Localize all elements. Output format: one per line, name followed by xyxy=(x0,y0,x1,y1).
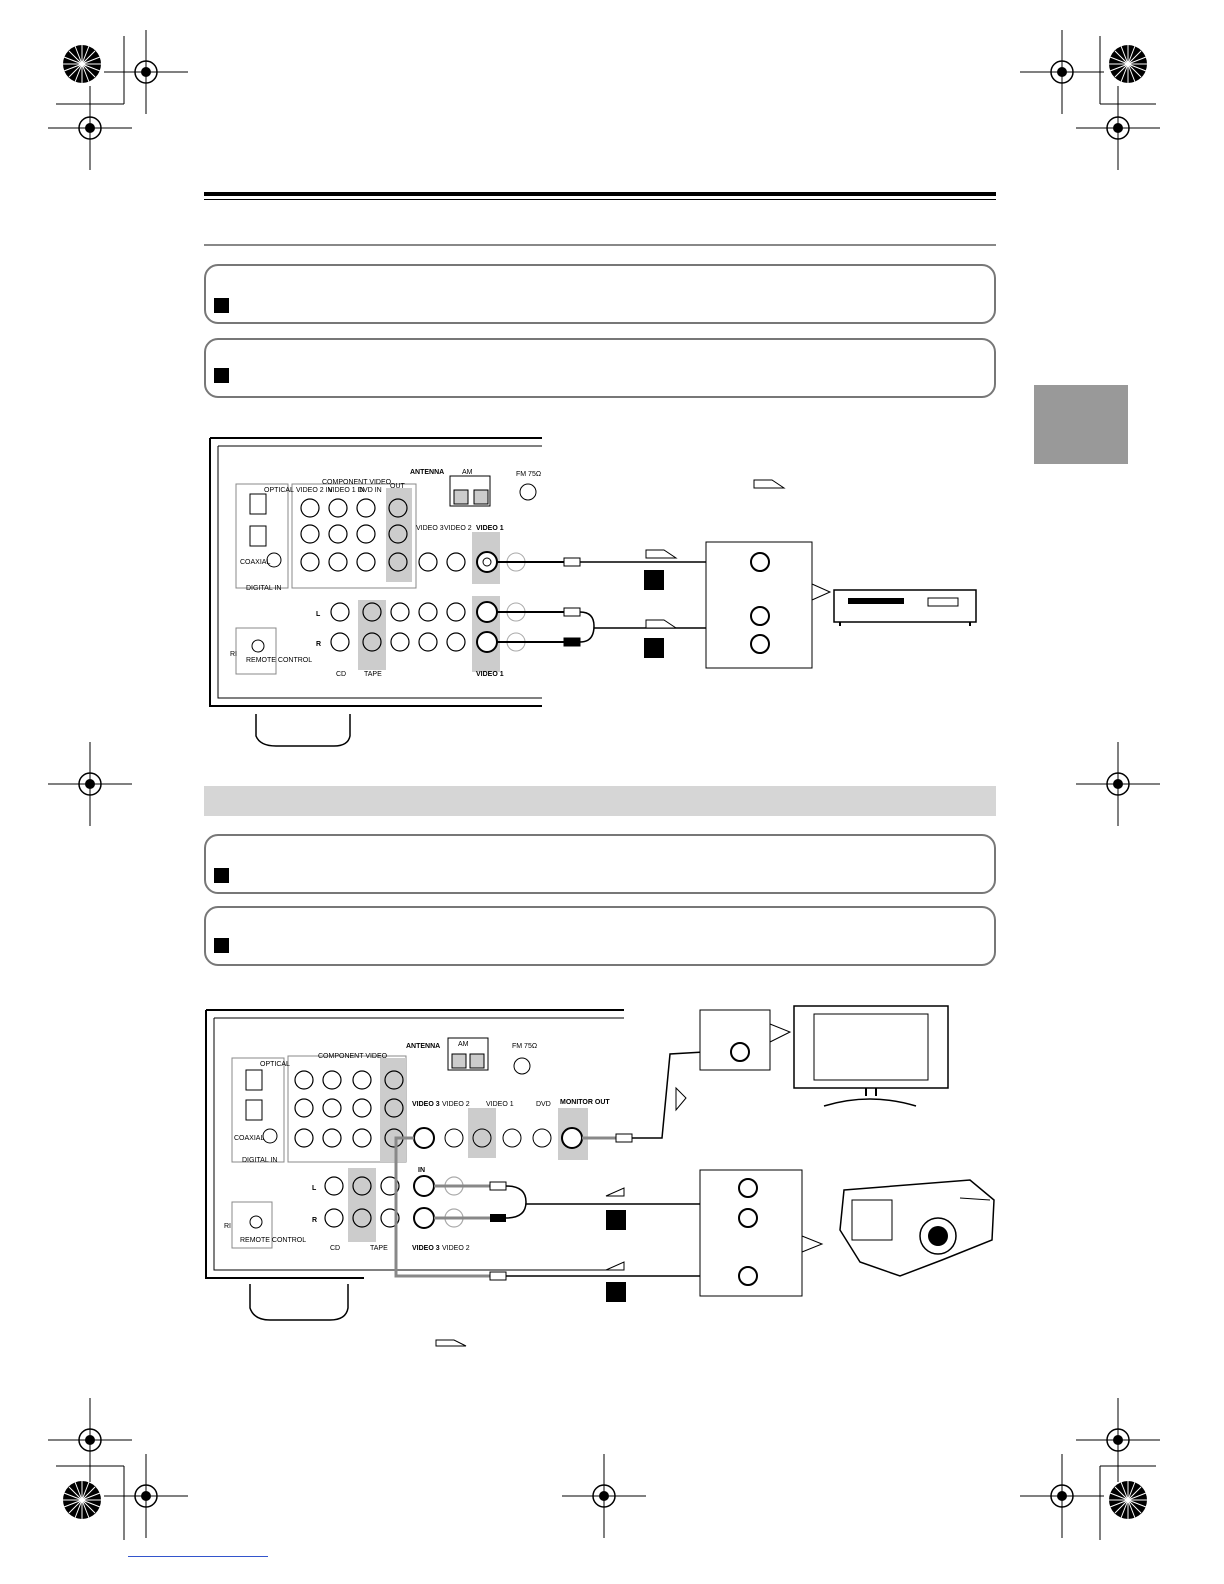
box-bullet xyxy=(214,298,229,313)
remote-control-label-2: REMOTE CONTROL xyxy=(240,1237,306,1244)
header-rule-grey xyxy=(204,244,996,246)
chapter-tab xyxy=(1034,385,1128,464)
video2-label: VIDEO 2 xyxy=(444,525,472,532)
dvd-in-label: DVD IN xyxy=(358,487,382,494)
digital-in-label: DIGITAL IN xyxy=(246,585,281,592)
r-label-2: R xyxy=(312,1217,317,1224)
video1-label-2: VIDEO 1 xyxy=(486,1101,514,1108)
ri-label: RI xyxy=(230,651,237,658)
footer-link-underline xyxy=(128,1556,268,1557)
box-bullet xyxy=(214,938,229,953)
digital-in-label-2: DIGITAL IN xyxy=(242,1157,277,1164)
l-label-2: L xyxy=(312,1185,317,1192)
remote-control-label: REMOTE CONTROL xyxy=(246,657,312,664)
video3-label-2: VIDEO 3 xyxy=(412,1101,440,1108)
optical-label: OPTICAL xyxy=(264,487,294,494)
video2-bottom-label: VIDEO 2 xyxy=(442,1245,470,1252)
out-label: OUT xyxy=(390,483,406,490)
r-label: R xyxy=(316,641,321,648)
video2-label-2: VIDEO 2 xyxy=(442,1101,470,1108)
tape-label-2: TAPE xyxy=(370,1245,388,1252)
monitor-out-label: MONITOR OUT xyxy=(560,1099,610,1106)
cd-label-2: CD xyxy=(330,1245,340,1252)
video3-label: VIDEO 3 xyxy=(416,525,444,532)
fm-label-2: FM 75Ω xyxy=(512,1043,537,1050)
box-bullet xyxy=(214,368,229,383)
coaxial-label-2: COAXIAL xyxy=(234,1135,264,1142)
camcorder-tv-connection-diagram: ANTENNA AM FM 75Ω COMPONENT VIDEO OPTICA… xyxy=(205,1005,995,1347)
component-video-label-2: COMPONENT VIDEO xyxy=(318,1053,388,1060)
coaxial-label: COAXIAL xyxy=(240,559,270,566)
connection-box-3 xyxy=(204,834,996,894)
am-label: AM xyxy=(462,469,473,476)
ri-label-2: RI xyxy=(224,1223,231,1230)
header-rule-thick xyxy=(204,192,996,196)
video3-bottom-label: VIDEO 3 xyxy=(412,1245,440,1252)
camcorder-icon xyxy=(839,1179,995,1277)
tape-label: TAPE xyxy=(364,671,382,678)
video1-in-label: VIDEO 1 IN xyxy=(328,487,365,494)
header-rule-thin xyxy=(204,199,996,200)
cd-label: CD xyxy=(336,671,346,678)
video1-bottom-label: VIDEO 1 xyxy=(476,671,504,678)
vcr-icon xyxy=(833,589,977,626)
optical-label-2: OPTICAL xyxy=(260,1061,290,1068)
connection-box-1 xyxy=(204,264,996,324)
antenna-label: ANTENNA xyxy=(410,469,444,476)
am-label-2: AM xyxy=(458,1041,469,1048)
video1-label: VIDEO 1 xyxy=(476,525,504,532)
tv-icon xyxy=(793,1005,949,1107)
connection-box-2 xyxy=(204,338,996,398)
vcr-connection-diagram: ANTENNA AM FM 75Ω COMPONENT VIDEO VIDEO … xyxy=(209,437,977,747)
video2-in-label: VIDEO 2 IN xyxy=(296,487,333,494)
l-label: L xyxy=(316,611,321,618)
connection-box-4 xyxy=(204,906,996,966)
dvd-label-2: DVD xyxy=(536,1101,551,1108)
fm-label: FM 75Ω xyxy=(516,471,541,478)
antenna-label-2: ANTENNA xyxy=(406,1043,440,1050)
section-heading-bar xyxy=(204,786,996,816)
box-bullet xyxy=(214,868,229,883)
component-video-label: COMPONENT VIDEO xyxy=(322,479,392,486)
in-label: IN xyxy=(418,1167,425,1174)
